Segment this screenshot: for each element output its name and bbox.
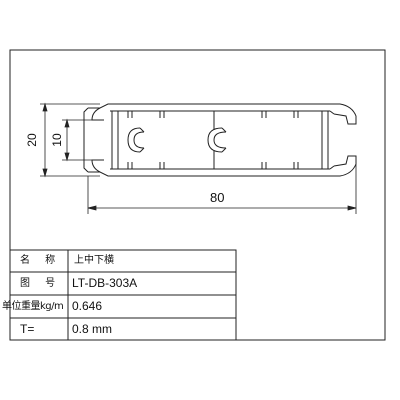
title-row-thickness-label: T= [20, 322, 35, 336]
title-row-drawing-number-value: LT-DB-303A [72, 276, 138, 290]
dimension-label-height-outer: 20 [25, 133, 39, 147]
title-block-grid [9, 249, 237, 341]
title-row-name-value: 上中下横 [74, 255, 114, 266]
title-row-drawing-number-label: 图 号 [20, 278, 62, 289]
title-row-weight-label: 单位重量kg/m [2, 301, 64, 312]
title-row-name-label: 名 称 [20, 255, 62, 266]
dimension-label-width: 80 [210, 190, 225, 205]
dimension-height-inner [62, 118, 92, 162]
drawing-frame [9, 49, 386, 341]
profile-section [83, 103, 357, 177]
dimension-label-height-inner: 10 [50, 133, 64, 147]
title-row-weight-value: 0.646 [72, 299, 103, 313]
dimension-height-outer [40, 102, 100, 178]
dimension-width [87, 164, 357, 214]
title-row-thickness-value: 0.8 mm [72, 322, 113, 336]
